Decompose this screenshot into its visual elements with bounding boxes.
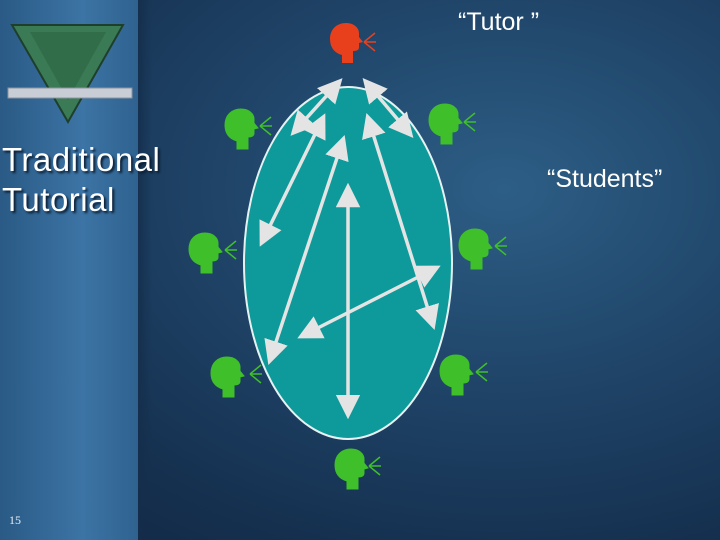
sidebar-shadow bbox=[138, 0, 152, 540]
student-head-icon bbox=[428, 103, 477, 145]
student-head-icon bbox=[439, 354, 489, 396]
tutor-label: “Tutor ” bbox=[458, 8, 540, 36]
logo-emblem bbox=[7, 24, 133, 125]
student-head-icon bbox=[224, 108, 273, 150]
page-number: 15 bbox=[9, 513, 21, 527]
arrow-top-to-lower-left bbox=[264, 135, 349, 365]
students-label: “Students” bbox=[547, 165, 663, 193]
student-head-icon bbox=[458, 228, 508, 270]
arrow-diagonal-cross bbox=[297, 265, 441, 339]
tutor-head-icon bbox=[330, 23, 377, 63]
student-head-icon bbox=[334, 448, 382, 490]
slide-title: Traditional Tutorial bbox=[2, 140, 160, 220]
student-head-icon bbox=[210, 356, 263, 398]
title-line-1: Traditional bbox=[2, 141, 161, 178]
title-line-2: Tutorial bbox=[2, 181, 115, 218]
student-head-icon bbox=[188, 232, 238, 274]
